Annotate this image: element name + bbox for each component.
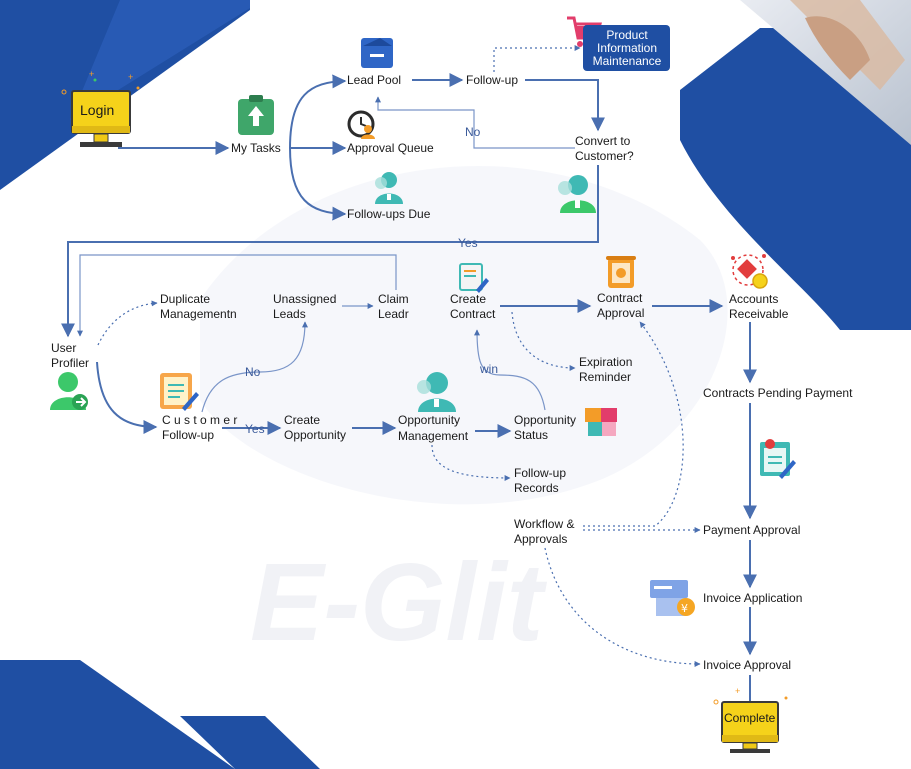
node-product-info-line2: Information xyxy=(597,41,657,55)
node-duplicate-line2: Managementn xyxy=(160,307,237,321)
node-workflow-line2: Approvals xyxy=(514,532,567,546)
node-expiration-line2: Reminder xyxy=(579,370,631,384)
icons: + + xyxy=(50,16,796,753)
node-lead-pool: Lead Pool xyxy=(347,73,401,87)
cubes-icon xyxy=(585,408,617,436)
node-customer-followup-line2: Follow-up xyxy=(162,428,214,442)
edge-profiler-duplicate xyxy=(97,300,158,346)
edge-followup-no xyxy=(201,321,308,413)
bottom-left-corner-shape xyxy=(0,660,235,769)
node-product-info: Product Information Maintenance xyxy=(583,25,670,71)
svg-text:¥: ¥ xyxy=(681,602,688,615)
edges xyxy=(61,45,757,702)
document-pencil-icon xyxy=(459,263,489,293)
users-icon xyxy=(375,172,403,204)
node-invoice-approval: Invoice Approval xyxy=(703,658,791,672)
node-profiler-line2: Profiler xyxy=(51,356,89,370)
node-receivable-line2: Receivable xyxy=(729,307,789,321)
nodes: Login My Tasks Lead Pool Follow-up Produ… xyxy=(51,25,853,725)
hand-tablet-photo xyxy=(740,0,911,145)
node-payment-approval: Payment Approval xyxy=(703,523,800,537)
node-login: Login xyxy=(80,102,114,118)
node-create-contract-line1: Create xyxy=(450,292,486,306)
node-create-contract-line2: Contract xyxy=(450,307,496,321)
node-follow-up: Follow-up xyxy=(466,73,518,87)
node-claim-line1: Claim xyxy=(378,292,409,306)
ticket-yen-icon: ¥ xyxy=(650,580,695,616)
node-my-tasks: My Tasks xyxy=(231,141,281,155)
svg-text:+: + xyxy=(735,686,740,696)
monitor-icon: + + xyxy=(61,69,140,147)
checklist-pencil-icon xyxy=(760,439,796,479)
edge-convert-no xyxy=(375,96,575,149)
edge-claim-return xyxy=(77,254,397,337)
node-product-info-line1: Product xyxy=(606,28,648,42)
node-create-opp-line1: Create xyxy=(284,413,320,427)
edge-label-yes-followup: Yes xyxy=(245,422,265,436)
edge-createcontract-expiration xyxy=(511,311,576,371)
node-complete: Complete xyxy=(724,711,776,725)
node-receivable-line1: Accounts xyxy=(729,292,778,306)
user-arrow-icon xyxy=(50,372,88,410)
node-workflow-line1: Workflow & xyxy=(514,517,574,531)
network-coin-icon xyxy=(731,254,768,289)
watermark: E-Glit xyxy=(250,541,548,664)
node-unassigned-line1: Unassigned xyxy=(273,292,336,306)
node-unassigned-line2: Leads xyxy=(273,307,306,321)
users-icon xyxy=(417,372,456,412)
node-claim-line2: Leadr xyxy=(378,307,409,321)
edge-label-no-convert: No xyxy=(465,125,481,139)
edge-workflow-invoiceapproval xyxy=(544,547,701,667)
edge-labels: No Yes No Yes win xyxy=(245,125,498,436)
svg-text:+: + xyxy=(128,72,133,82)
edge-status-win xyxy=(474,329,546,411)
node-opp-status-line1: Opportunity xyxy=(514,413,576,427)
upload-clipboard-icon xyxy=(238,95,274,135)
node-expiration-line1: Expiration xyxy=(579,355,632,369)
stopwatch-user-icon xyxy=(347,110,375,139)
edge-label-no-followup: No xyxy=(245,365,261,379)
node-convert-line2: Customer? xyxy=(575,149,634,163)
edge-profiler-followup xyxy=(96,361,158,434)
inbox-icon xyxy=(361,38,393,68)
bottom-left-stripe xyxy=(180,716,320,769)
node-contract-approval-line2: Approval xyxy=(597,306,644,320)
edge-label-win: win xyxy=(479,362,498,376)
node-opp-status-line2: Status xyxy=(514,428,548,442)
node-approval-queue: Approval Queue xyxy=(347,141,434,155)
node-contract-approval-line1: Contract xyxy=(597,291,643,305)
node-opp-management-line2: Management xyxy=(398,429,469,443)
notepad-pencil-icon xyxy=(160,373,199,411)
node-follow-ups-due: Follow-ups Due xyxy=(347,207,431,221)
node-product-info-line3: Maintenance xyxy=(593,54,662,68)
node-create-opp-line2: Opportunity xyxy=(284,428,346,442)
node-contracts-pending: Contracts Pending Payment xyxy=(703,386,853,400)
edge-followup-product xyxy=(493,45,581,72)
edge-management-records xyxy=(431,444,511,481)
edge-label-yes-convert: Yes xyxy=(458,236,478,250)
certificate-scroll-icon xyxy=(606,256,636,288)
monitor-icon: + xyxy=(713,686,788,753)
node-opp-management-line1: Opportunity xyxy=(398,413,460,427)
right-corner-shape xyxy=(680,28,911,330)
node-convert-line1: Convert to xyxy=(575,134,631,148)
node-profiler-line1: User xyxy=(51,341,76,355)
edge-convert-yes xyxy=(61,165,599,338)
edge-mytasks-leadpool xyxy=(289,74,347,149)
watermark-swoosh xyxy=(200,165,728,505)
users-icon xyxy=(558,175,596,213)
node-invoice-application: Invoice Application xyxy=(703,591,802,605)
node-duplicate-line1: Duplicate xyxy=(160,292,210,306)
edge-mytasks-followupsdue xyxy=(289,147,347,221)
node-followup-records-line2: Records xyxy=(514,481,559,495)
node-followup-records-line1: Follow-up xyxy=(514,466,566,480)
node-customer-followup-line1: C u s t o m e r xyxy=(162,413,237,427)
edge-workflow-contractapproval xyxy=(583,321,684,527)
edge-followup-convert xyxy=(525,79,605,132)
svg-text:+: + xyxy=(89,69,94,79)
